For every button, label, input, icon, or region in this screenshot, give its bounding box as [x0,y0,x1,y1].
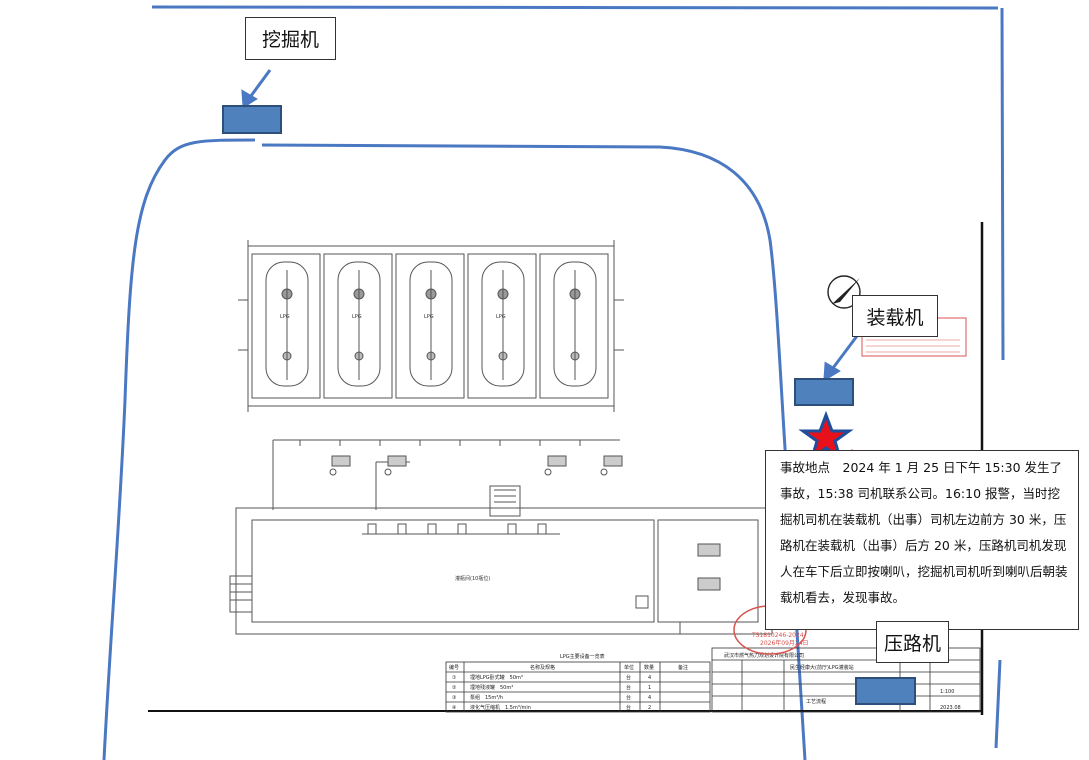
svg-text:单位: 单位 [624,664,634,671]
excavator-label-text: 挖掘机 [261,29,319,51]
svg-text:台: 台 [626,694,631,701]
accident-star-icon [798,410,854,462]
table-text: LPG主要设备一览表 编号 名称及规格 单位 数量 备注 ① 埋地LPG卧式罐 … [449,653,688,711]
filling-building [229,485,773,635]
stamp-text: TS1810246-2024 2026年09月24日 [751,632,809,647]
excavator-marker [222,105,282,134]
svg-text:③: ③ [452,695,456,701]
equipment-table [445,661,711,713]
svg-text:2023.08: 2023.08 [940,705,961,711]
callout-arrows [241,69,859,382]
svg-text:液化气压缩机 1.5m³/min: 液化气压缩机 1.5m³/min [470,704,531,711]
svg-text:4: 4 [648,675,651,681]
loader-marker [794,378,854,406]
svg-text:④: ④ [452,705,457,711]
svg-text:民生经康大(前厅)LPG灌装站: 民生经康大(前厅)LPG灌装站 [790,664,854,671]
svg-text:埋地残液罐 50m³: 埋地残液罐 50m³ [470,684,513,691]
svg-text:2026年09月24日: 2026年09月24日 [760,639,809,647]
accident-note: 事故地点 2024 年 1 月 25 日下午 15:30 发生了事故，15:38… [765,450,1079,630]
svg-text:LPG: LPG [496,314,506,320]
tank-farm [238,240,624,412]
site-boundary [102,5,1005,760]
north-arrow-icon [827,275,861,309]
pipe-network [272,439,623,510]
svg-text:LPG主要设备一览表: LPG主要设备一览表 [560,653,605,660]
svg-text:备注: 备注 [678,664,688,671]
loader-label-text: 装载机 [866,306,924,329]
svg-text:LPG: LPG [424,314,434,320]
svg-text:名称及规格: 名称及规格 [530,664,555,671]
svg-text:2: 2 [648,705,651,711]
roller-marker [855,677,916,705]
accident-note-text: 事故地点 2024 年 1 月 25 日下午 15:30 发生了事故，15:38… [780,460,1068,605]
svg-text:TS1810246-2024: TS1810246-2024 [751,632,804,639]
tank-labels: LPG LPG LPG LPG [280,314,506,320]
roller-label-text: 压路机 [883,632,941,655]
svg-text:LPG: LPG [352,314,362,320]
svg-text:泵组 15m³/h: 泵组 15m³/h [470,694,503,701]
title-block-text: 武汉市燃气热力规划设计院有限公司 民生经康大(前厅)LPG灌装站 工艺流程 1:… [724,652,961,711]
svg-text:①: ① [452,675,457,681]
building-note: 灌瓶间(10瓶位) [455,575,490,582]
svg-text:工艺流程: 工艺流程 [806,698,826,705]
svg-text:LPG: LPG [280,314,290,320]
tank-cells [251,253,609,399]
svg-text:②: ② [452,685,457,691]
loader-label: 装载机 [852,295,938,337]
svg-text:埋地LPG卧式罐 50m³: 埋地LPG卧式罐 50m³ [470,674,523,681]
svg-text:武汉市燃气热力规划设计院有限公司: 武汉市燃气热力规划设计院有限公司 [724,652,804,659]
svg-text:编号: 编号 [449,664,459,671]
excavator-label: 挖掘机 [245,17,336,60]
svg-text:4: 4 [648,695,651,701]
svg-text:1:100: 1:100 [940,689,954,695]
svg-text:数量: 数量 [644,664,654,671]
svg-text:台: 台 [626,704,631,711]
svg-text:台: 台 [626,674,631,681]
roller-label: 压路机 [876,621,949,663]
svg-text:1: 1 [648,685,651,691]
svg-text:台: 台 [626,684,631,691]
